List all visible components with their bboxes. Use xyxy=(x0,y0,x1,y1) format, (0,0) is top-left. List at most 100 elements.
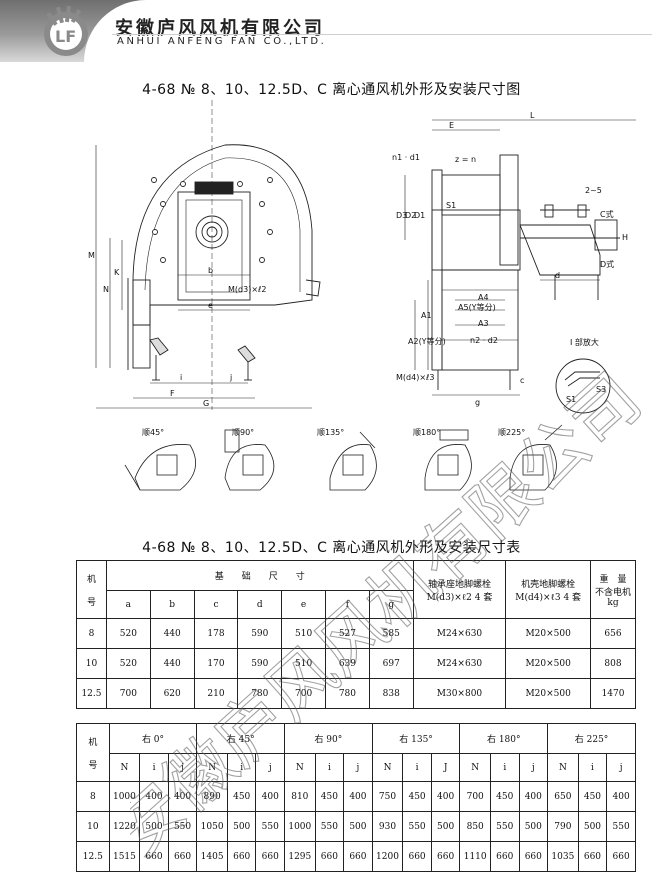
table-cell: 780 xyxy=(325,678,370,709)
svg-text:d: d xyxy=(555,271,560,280)
table-cell: 1295 xyxy=(284,841,316,872)
group-right-90: 右 90° xyxy=(284,723,373,754)
table-cell: 10 xyxy=(76,648,107,679)
svg-text:i: i xyxy=(180,373,182,382)
svg-text:S1: S1 xyxy=(446,201,456,210)
sub-header-cell: N xyxy=(371,753,404,782)
table-cell: 700 xyxy=(459,781,491,812)
company-name-en: ANHUI ANFENG FAN CO.,LTD. xyxy=(117,36,327,47)
table-cell: 1470 xyxy=(590,678,636,709)
table-cell: M24×630 xyxy=(412,648,507,679)
sub-header-cell: i xyxy=(489,753,520,782)
company-name-cn: 安徽庐风风机有限公司 xyxy=(115,18,325,39)
table-cell: 1515 xyxy=(108,841,141,872)
sub-header-cell: i xyxy=(577,753,608,782)
table-cell: 450 xyxy=(402,781,432,812)
group-right-0: 右 0° xyxy=(108,723,198,754)
company-logo-icon: LF xyxy=(44,5,88,56)
table-cell: 1405 xyxy=(196,841,228,872)
table-cell: 440 xyxy=(149,648,195,679)
table-cell: 12.5 xyxy=(76,841,110,872)
svg-text:A3: A3 xyxy=(478,319,489,328)
col-c: c xyxy=(193,590,239,619)
svg-text:A5(Y等分): A5(Y等分) xyxy=(458,302,496,312)
col-g: g xyxy=(368,590,414,619)
svg-text:j: j xyxy=(229,373,232,382)
sub-header-cell: i xyxy=(226,753,257,782)
svg-text:n2 · d2: n2 · d2 xyxy=(470,336,498,345)
svg-text:A1: A1 xyxy=(421,311,432,320)
table-cell: 178 xyxy=(193,618,239,649)
col-header-base: 基 础 尺 寸 xyxy=(105,560,414,591)
table-cell: 550 xyxy=(255,811,286,842)
table-cell: 660 xyxy=(255,841,286,872)
table-cell: 660 xyxy=(402,841,432,872)
table-cell: 400 xyxy=(167,781,198,812)
front-casing xyxy=(132,144,313,326)
table-cell: 8 xyxy=(76,781,110,812)
table-cell: 1050 xyxy=(196,811,228,842)
table-cell: 1000 xyxy=(108,781,141,812)
table-cell: 450 xyxy=(489,781,520,812)
svg-text:LF: LF xyxy=(55,27,76,46)
table-cell: 500 xyxy=(226,811,257,842)
header-divider xyxy=(112,34,652,35)
svg-text:E: E xyxy=(449,121,454,130)
sub-header-cell: j xyxy=(255,753,286,782)
fan-outline-drawing: M N K F G b e i j M(d3)×ℓ2 xyxy=(88,100,636,491)
table-cell: 1000 xyxy=(284,811,316,842)
table-cell: 500 xyxy=(139,811,169,842)
table-cell: 400 xyxy=(606,781,636,812)
table-cell: 500 xyxy=(343,811,373,842)
front-outlet xyxy=(132,279,151,369)
svg-text:H: H xyxy=(622,233,628,242)
svg-text:S1: S1 xyxy=(566,395,576,404)
table-cell: 550 xyxy=(314,811,345,842)
svg-text:e: e xyxy=(208,301,213,310)
sub-header-cell: i xyxy=(314,753,345,782)
svg-text:n1 · d1: n1 · d1 xyxy=(392,153,420,162)
table-cell: 550 xyxy=(489,811,520,842)
svg-text:A4: A4 xyxy=(478,293,489,302)
table-cell: 650 xyxy=(547,781,579,812)
svg-text:S3: S3 xyxy=(596,385,606,394)
table-cell: 660 xyxy=(343,841,373,872)
svg-text:L: L xyxy=(530,111,535,120)
group-right-225: 右 225° xyxy=(547,723,636,754)
table-cell: 500 xyxy=(577,811,608,842)
table-cell: 450 xyxy=(314,781,345,812)
table-cell: 1035 xyxy=(547,841,579,872)
sub-header-cell: N xyxy=(196,753,228,782)
table-cell: 697 xyxy=(368,648,414,679)
table-cell: 700 xyxy=(281,678,326,709)
svg-text:N: N xyxy=(103,285,109,294)
table-cell: 930 xyxy=(371,811,404,842)
svg-text:M(d3)×ℓ2: M(d3)×ℓ2 xyxy=(228,285,266,294)
table-cell: 550 xyxy=(167,811,198,842)
table-cell: 400 xyxy=(343,781,373,812)
svg-text:K: K xyxy=(114,268,120,277)
sub-header-cell: N xyxy=(108,753,141,782)
col-b: b xyxy=(149,590,195,619)
table-cell: 520 xyxy=(105,648,151,679)
view-label-225: 顺225° xyxy=(498,428,526,437)
table-cell: 890 xyxy=(196,781,228,812)
view-label-180: 顺180° xyxy=(413,428,441,437)
view-label-135: 顺135° xyxy=(317,428,345,437)
table-cell: 550 xyxy=(402,811,432,842)
svg-text:c: c xyxy=(520,376,524,385)
table-cell: 520 xyxy=(105,618,151,649)
sub-header-cell: j xyxy=(518,753,549,782)
table-cell: M20×500 xyxy=(505,648,592,679)
svg-text:C式: C式 xyxy=(600,209,614,219)
table-cell: 590 xyxy=(237,618,283,649)
table-cell: 1220 xyxy=(108,811,141,842)
